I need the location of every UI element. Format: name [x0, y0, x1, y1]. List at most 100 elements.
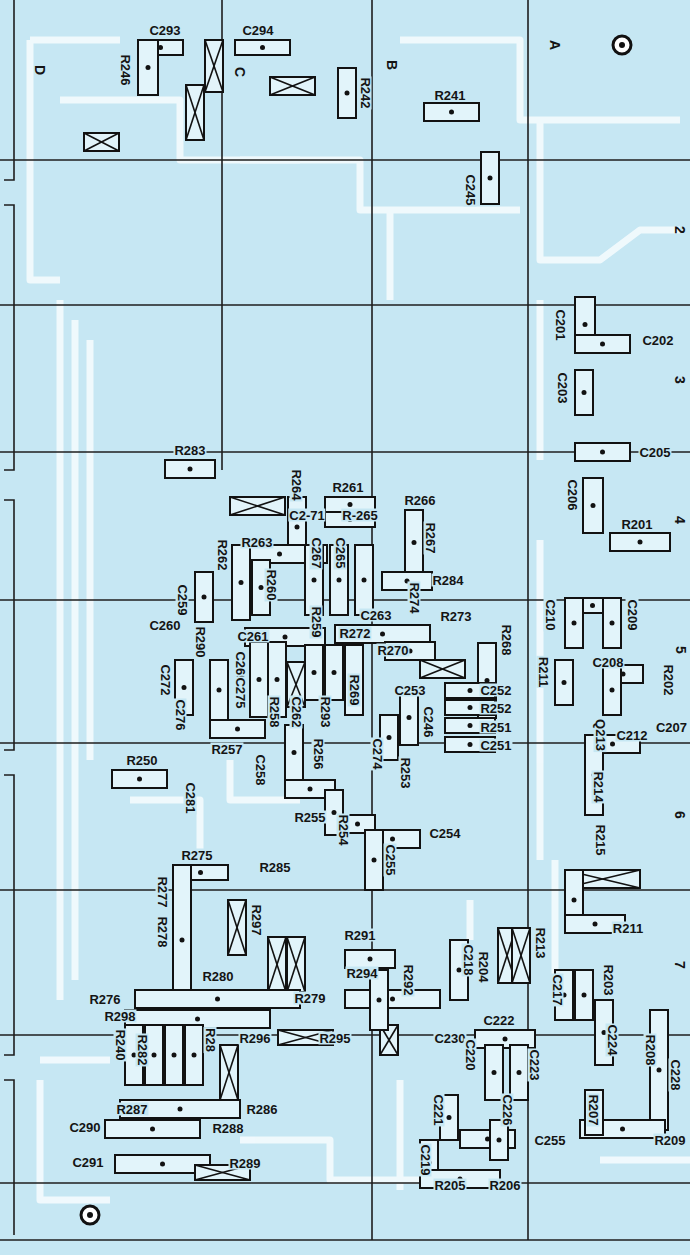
grid-marker: C — [233, 66, 247, 78]
part-label: R267 — [424, 521, 437, 554]
solder-hole — [610, 742, 615, 747]
part-label: Q213 — [594, 718, 607, 752]
part-label: R253 — [399, 756, 412, 789]
solder-hole — [449, 110, 454, 115]
jumper-cross — [270, 77, 315, 95]
jumper-cross — [287, 937, 305, 992]
component-pad — [165, 460, 215, 478]
jumper-cross — [220, 1045, 238, 1100]
part-label: R206 — [488, 1179, 521, 1192]
component-pad — [405, 510, 423, 575]
part-label: R295 — [318, 1032, 351, 1045]
jumper-cross — [186, 85, 204, 140]
component-pad — [138, 40, 158, 95]
part-label: R209 — [653, 1134, 686, 1147]
solder-hole — [348, 502, 353, 507]
component-pad — [270, 77, 315, 95]
grid-marker: 5 — [674, 645, 688, 655]
part-label: R215 — [594, 823, 607, 856]
component-pad — [485, 1045, 503, 1100]
part-label: C221 — [432, 1093, 445, 1126]
solder-hole — [180, 938, 185, 943]
part-label: R204 — [477, 950, 490, 983]
solder-hole — [562, 680, 567, 685]
part-label: R283 — [173, 444, 206, 457]
solder-hole — [195, 1017, 200, 1022]
component-pad — [481, 152, 499, 204]
part-label: C261 — [236, 630, 269, 643]
solder-hole — [275, 677, 280, 682]
component-pad — [420, 660, 465, 678]
part-label: R297 — [250, 903, 263, 936]
solder-hole — [217, 688, 222, 693]
jumper-cross — [268, 937, 286, 992]
solder-hole — [160, 1162, 165, 1167]
part-label: C212 — [615, 729, 648, 742]
solder-hole — [257, 677, 262, 682]
part-label: R288 — [211, 1122, 244, 1135]
component-pad — [338, 68, 356, 118]
solder-hole — [345, 91, 350, 96]
part-label: R203 — [602, 963, 615, 996]
solder-hole — [202, 595, 207, 600]
solder-hole — [146, 65, 151, 70]
part-label: C222 — [482, 1014, 515, 1027]
component-pad — [565, 598, 583, 648]
jumper-cross — [84, 133, 119, 151]
part-label: C251 — [479, 739, 512, 752]
solder-hole — [638, 540, 643, 545]
part-label: C294 — [241, 24, 274, 37]
jumper-cross — [205, 40, 223, 92]
component-pad — [84, 133, 119, 151]
part-label: C219 — [419, 1143, 432, 1176]
part-label: R252 — [479, 702, 512, 715]
part-label: C209 — [626, 598, 639, 631]
solder-hole — [610, 621, 615, 626]
part-label: C254 — [428, 827, 461, 840]
solder-hole — [239, 580, 244, 585]
component-pad — [400, 690, 418, 745]
part-label: R278 — [156, 915, 169, 948]
grid-marker: 4 — [673, 515, 687, 525]
component-pad — [355, 545, 373, 615]
part-label: R202 — [662, 663, 675, 696]
jumper-cross — [230, 497, 285, 515]
solder-hole — [412, 540, 417, 545]
solder-hole — [182, 685, 187, 690]
part-label: R251 — [479, 721, 512, 734]
solder-hole — [390, 837, 395, 842]
part-label: R276 — [88, 993, 121, 1006]
component-pad — [424, 103, 479, 121]
part-label: R292 — [402, 963, 415, 996]
component-pad — [165, 1025, 183, 1085]
jumper-cross — [230, 497, 285, 515]
part-label: C259 — [176, 583, 189, 616]
jumper-cross — [270, 77, 315, 95]
solder-hole — [583, 322, 588, 327]
jumper-cross — [512, 928, 530, 983]
part-label: C203 — [556, 371, 569, 404]
grid-marker: D — [33, 64, 47, 76]
part-label: C258 — [254, 753, 267, 786]
part-label: R291 — [343, 929, 376, 942]
part-label: C202 — [641, 334, 674, 347]
part-label: R294 — [345, 967, 378, 980]
component-pad — [250, 642, 268, 717]
component-pad — [205, 40, 223, 92]
jumper-cross — [228, 900, 246, 955]
part-label: R289 — [228, 1157, 261, 1170]
solder-hole — [192, 1053, 197, 1058]
solder-hole — [312, 670, 317, 675]
grid-marker: A — [548, 39, 562, 51]
part-label: R293 — [319, 695, 332, 728]
component-pad — [285, 725, 303, 780]
part-label: C262 — [290, 695, 303, 728]
part-label: R273 — [439, 610, 472, 623]
component-pad — [555, 660, 573, 705]
component-pad — [268, 937, 286, 992]
solder-hole — [593, 922, 598, 927]
component-pad — [186, 85, 204, 140]
solder-hole — [517, 1070, 522, 1075]
part-label: R214 — [592, 770, 605, 803]
part-label: R290 — [194, 625, 207, 658]
